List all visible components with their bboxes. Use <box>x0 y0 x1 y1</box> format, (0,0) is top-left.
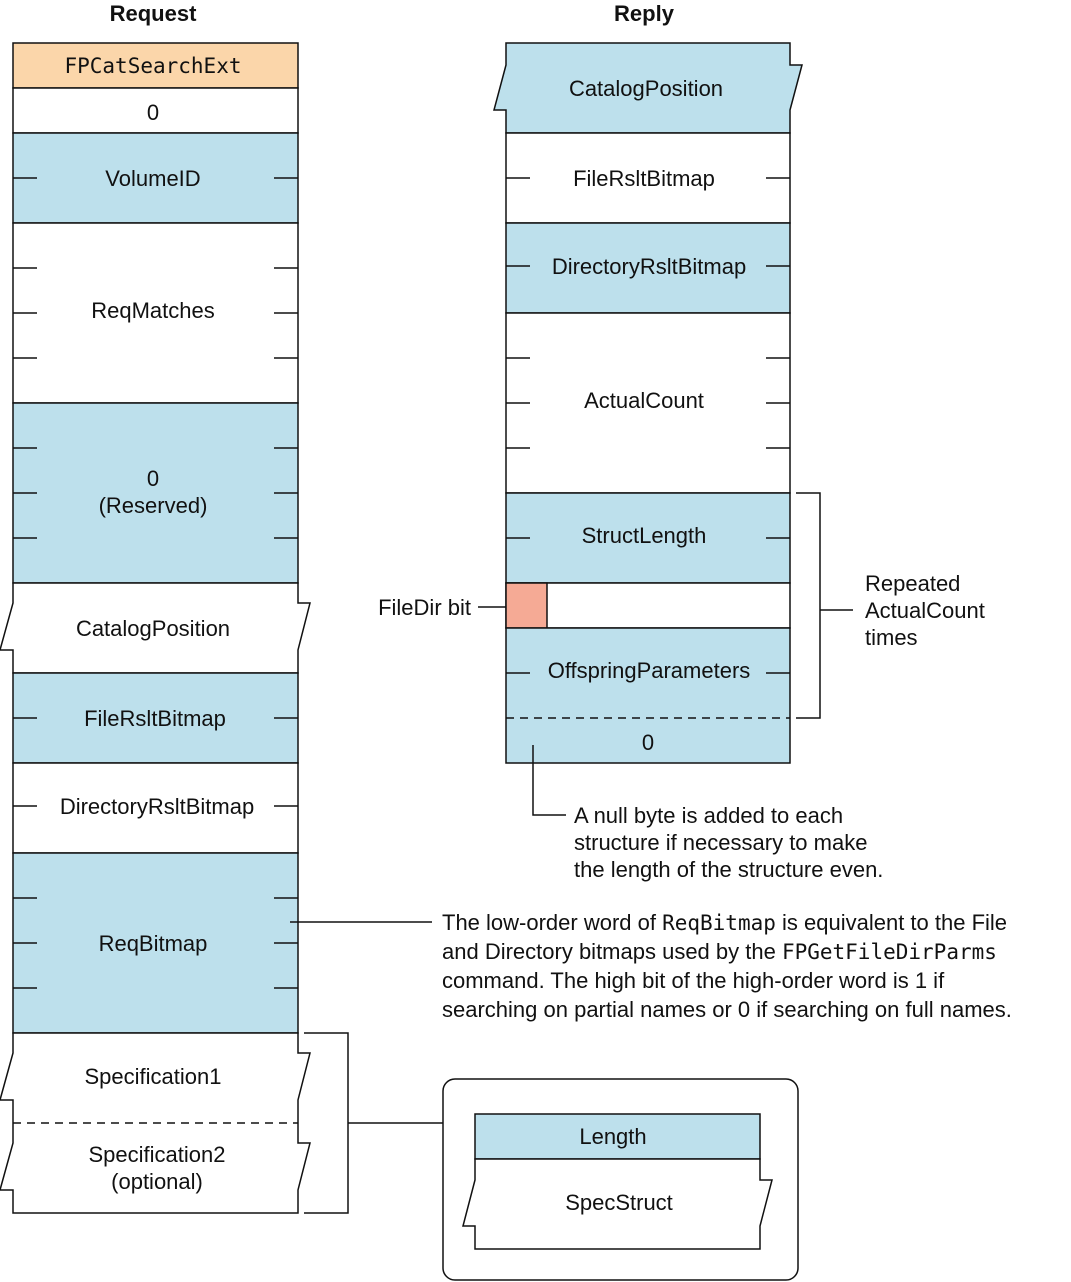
reply-column: CatalogPosition FileRsltBitmap Directory… <box>493 42 803 764</box>
pad-label: 0 <box>147 100 159 125</box>
spec-struct-field <box>462 1158 773 1250</box>
offspring-parameters-field <box>505 627 791 764</box>
spec-struct-group: Length SpecStruct <box>442 1078 799 1281</box>
volume-id-field <box>12 132 299 224</box>
spec-length-field <box>474 1113 761 1160</box>
reqbitmap-note-line4: searching on partial names or 0 if searc… <box>442 997 1012 1022</box>
request-column: FPCatSearchExt 0 VolumeID ReqMatches 0 (… <box>0 42 311 1214</box>
filedir-byte-field <box>505 582 791 629</box>
repeated-note-line2: ActualCount <box>865 598 985 623</box>
directory-rslt-bitmap-label: DirectoryRsltBitmap <box>60 794 254 819</box>
actual-count-field <box>505 312 791 494</box>
repeated-note-line3: times <box>865 625 918 650</box>
catalog-position-label: CatalogPosition <box>76 616 230 641</box>
null-byte-note-line2: structure if necessary to make <box>574 830 867 855</box>
struct-length-label: StructLength <box>582 523 707 548</box>
file-rslt-bitmap-label: FileRsltBitmap <box>84 706 226 731</box>
repeated-bracket <box>796 492 821 719</box>
reply-file-rslt-bitmap-label: FileRsltBitmap <box>573 166 715 191</box>
reqbitmap-note-line1: The low-order word of ReqBitmap is equiv… <box>442 910 1007 935</box>
request-header: Request <box>110 1 197 26</box>
actual-count-label: ActualCount <box>584 388 704 413</box>
specification1-label: Specification1 <box>85 1064 222 1089</box>
spec-struct-label: SpecStruct <box>565 1190 673 1215</box>
specification2-label: Specification2 <box>89 1142 226 1167</box>
reqbitmap-note-line2: and Directory bitmaps used by the FPGetF… <box>442 939 997 964</box>
req-bitmap-label: ReqBitmap <box>99 931 208 956</box>
specification-bracket <box>304 1032 349 1214</box>
filedir-bit <box>505 582 548 629</box>
directory-rslt-bitmap-field <box>12 762 299 854</box>
reply-header: Reply <box>614 1 675 26</box>
spec-length-label: Length <box>579 1124 646 1149</box>
req-bitmap-field <box>12 852 299 1034</box>
reply-directory-rslt-bitmap-label: DirectoryRsltBitmap <box>552 254 746 279</box>
reply-catalog-position-label: CatalogPosition <box>569 76 723 101</box>
command-field <box>12 42 299 89</box>
pad-field <box>12 87 299 134</box>
offspring-parameters-label: OffspringParameters <box>548 658 751 683</box>
specification2-note: (optional) <box>111 1169 203 1194</box>
reqbitmap-note-line3: command. The high bit of the high-order … <box>442 968 945 993</box>
file-rslt-bitmap-field <box>12 672 299 764</box>
reply-directory-rslt-bitmap-field <box>505 222 791 314</box>
struct-length-field <box>505 492 791 584</box>
filedir-bit-label: FileDir bit <box>378 595 471 620</box>
reply-pad-label: 0 <box>642 730 654 755</box>
req-matches-label: ReqMatches <box>91 298 215 323</box>
reserved-value: 0 <box>147 466 159 491</box>
volume-id-label: VolumeID <box>105 166 200 191</box>
spec-struct-container <box>442 1078 799 1281</box>
reply-file-rslt-bitmap-field <box>505 132 791 224</box>
null-byte-note-line3: the length of the structure even. <box>574 857 883 882</box>
null-byte-connector <box>532 745 566 816</box>
req-matches-field <box>12 222 299 404</box>
null-byte-note-line1: A null byte is added to each <box>574 803 843 828</box>
command-label: FPCatSearchExt <box>64 54 241 78</box>
reserved-label: (Reserved) <box>99 493 208 518</box>
repeated-note-line1: Repeated <box>865 571 960 596</box>
